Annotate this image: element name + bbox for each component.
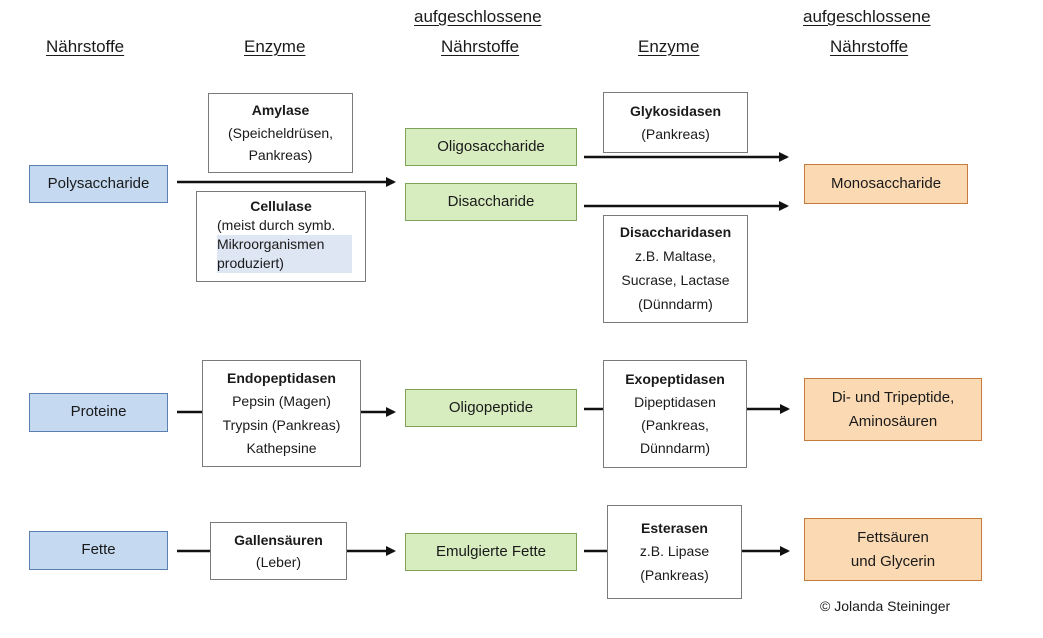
final-fettsaeuren-line-2: und Glycerin xyxy=(850,552,936,570)
enzyme-glykosidasen: Glykosidasen (Pankreas) xyxy=(603,92,748,153)
nutrient-proteine: Proteine xyxy=(29,393,168,432)
product-emulgierte-fette: Emulgierte Fette xyxy=(405,533,577,571)
copyright-note: © Jolanda Steininger xyxy=(820,598,951,614)
header-enzyme-1: Enzyme xyxy=(244,37,306,56)
header-enzyme-2: Enzyme xyxy=(638,37,700,56)
enzyme-esterasen-title: Esterasen xyxy=(641,520,708,537)
nutrient-polysaccharide: Polysaccharide xyxy=(29,165,168,203)
final-tripeptide-aminosaeuren: Di- und Tripeptide, Aminosäuren xyxy=(804,378,982,441)
enzyme-cellulase-desc: (meist durch symb. Mikroorganismen produ… xyxy=(197,216,352,273)
enzyme-amylase-line-2: Pankreas) xyxy=(248,147,313,164)
header-aufgeschlossene-1-bottom: Nährstoffe xyxy=(441,37,520,56)
nutrient-fette: Fette xyxy=(29,531,168,570)
enzyme-cellulase-line-3: produziert) xyxy=(217,253,352,273)
enzyme-endopeptidasen-line-2: Trypsin (Pankreas) xyxy=(222,416,341,433)
enzyme-cellulase-line-2: Mikroorganismen xyxy=(217,234,352,254)
enzyme-exopeptidasen-line-3: Dünndarm) xyxy=(639,440,711,457)
enzyme-disaccharidasen-line-3: (Dünndarm) xyxy=(638,295,713,312)
enzyme-endopeptidasen-line-3: Kathepsine xyxy=(246,439,317,456)
enzyme-cellulase-line-1: (meist durch symb. xyxy=(217,216,336,233)
header-aufgeschlossene-1-top: aufgeschlossene xyxy=(414,7,542,26)
enzyme-disaccharidasen-title: Disaccharidasen xyxy=(619,224,732,241)
enzyme-esterasen: Esterasen z.B. Lipase (Pankreas) xyxy=(607,505,742,599)
product-disaccharide: Disaccharide xyxy=(405,183,577,221)
enzyme-gallensaeuren: Gallensäuren (Leber) xyxy=(210,522,347,580)
enzyme-esterasen-line-2: (Pankreas) xyxy=(640,566,709,583)
enzyme-glykosidasen-line-1: (Pankreas) xyxy=(641,125,710,142)
final-tripeptide-line-1: Di- und Tripeptide, xyxy=(831,389,955,407)
enzyme-endopeptidasen: Endopeptidasen Pepsin (Magen) Trypsin (P… xyxy=(202,360,361,467)
enzyme-disaccharidasen: Disaccharidasen z.B. Maltase, Sucrase, L… xyxy=(603,215,748,323)
enzyme-amylase-title: Amylase xyxy=(251,102,310,119)
enzyme-gallensaeuren-title: Gallensäuren xyxy=(234,531,323,548)
enzyme-gallensaeuren-line-1: (Leber) xyxy=(255,554,302,570)
enzyme-endopeptidasen-title: Endopeptidasen xyxy=(227,370,336,387)
header-naehrstoffe: Nährstoffe xyxy=(46,37,125,56)
product-oligosaccharide: Oligosaccharide xyxy=(405,128,577,166)
final-monosaccharide: Monosaccharide xyxy=(804,164,968,204)
final-fettsaeuren-glycerin: Fettsäuren und Glycerin xyxy=(804,518,982,581)
product-oligopeptide: Oligopeptide xyxy=(405,389,577,427)
final-fettsaeuren-line-1: Fettsäuren xyxy=(857,529,929,547)
header-aufgeschlossene-2-top: aufgeschlossene xyxy=(803,7,931,26)
enzyme-exopeptidasen: Exopeptidasen Dipeptidasen (Pankreas, Dü… xyxy=(603,360,747,468)
enzyme-amylase-line-1: (Speicheldrüsen, xyxy=(227,124,334,141)
enzyme-amylase: Amylase (Speicheldrüsen, Pankreas) xyxy=(208,93,353,173)
enzyme-disaccharidasen-line-1: z.B. Maltase, xyxy=(635,248,716,265)
enzyme-exopeptidasen-line-2: (Pankreas, xyxy=(641,417,709,433)
final-tripeptide-line-2: Aminosäuren xyxy=(848,412,938,430)
enzyme-glykosidasen-title: Glykosidasen xyxy=(629,103,722,120)
enzyme-exopeptidasen-title: Exopeptidasen xyxy=(625,370,725,387)
enzyme-disaccharidasen-line-2: Sucrase, Lactase xyxy=(621,272,730,288)
enzyme-endopeptidasen-line-1: Pepsin (Magen) xyxy=(232,393,331,410)
enzyme-exopeptidasen-line-1: Dipeptidasen xyxy=(634,393,716,410)
header-aufgeschlossene-2-bottom: Nährstoffe xyxy=(830,37,909,56)
enzyme-esterasen-line-1: z.B. Lipase xyxy=(639,543,710,560)
enzyme-cellulase-title: Cellulase xyxy=(250,198,312,214)
enzyme-cellulase: Cellulase (meist durch symb. Mikroorgani… xyxy=(196,191,366,282)
